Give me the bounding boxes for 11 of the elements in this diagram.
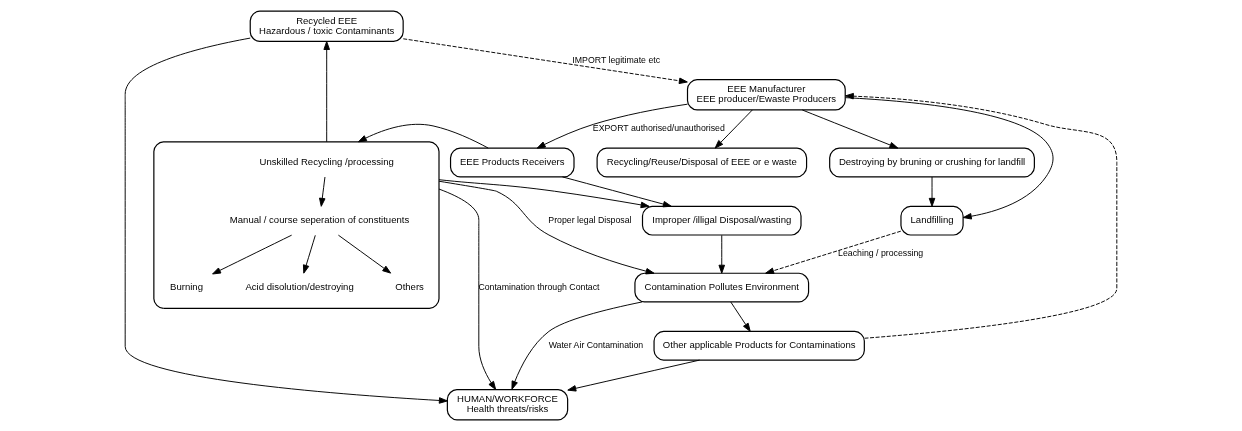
edge-label: Leaching / processing — [838, 248, 924, 259]
node-text: Burning — [170, 281, 203, 293]
node-text: Unskilled Recycling /processing — [259, 156, 394, 167]
edge-label: Proper legal Disposal — [548, 214, 632, 225]
node-text: Others — [395, 281, 424, 293]
node-text: Manual / course seperation of constituents — [229, 214, 410, 226]
node-text: Acid disolution/destroying — [245, 281, 354, 293]
edge-label: EXPORT authorised/unauthorised — [592, 123, 725, 134]
edge-label: IMPORT legitimate etc — [572, 54, 661, 65]
edge-label: Water Air Contamination — [548, 339, 644, 350]
edge-label: Contamination through Contact — [478, 281, 600, 292]
